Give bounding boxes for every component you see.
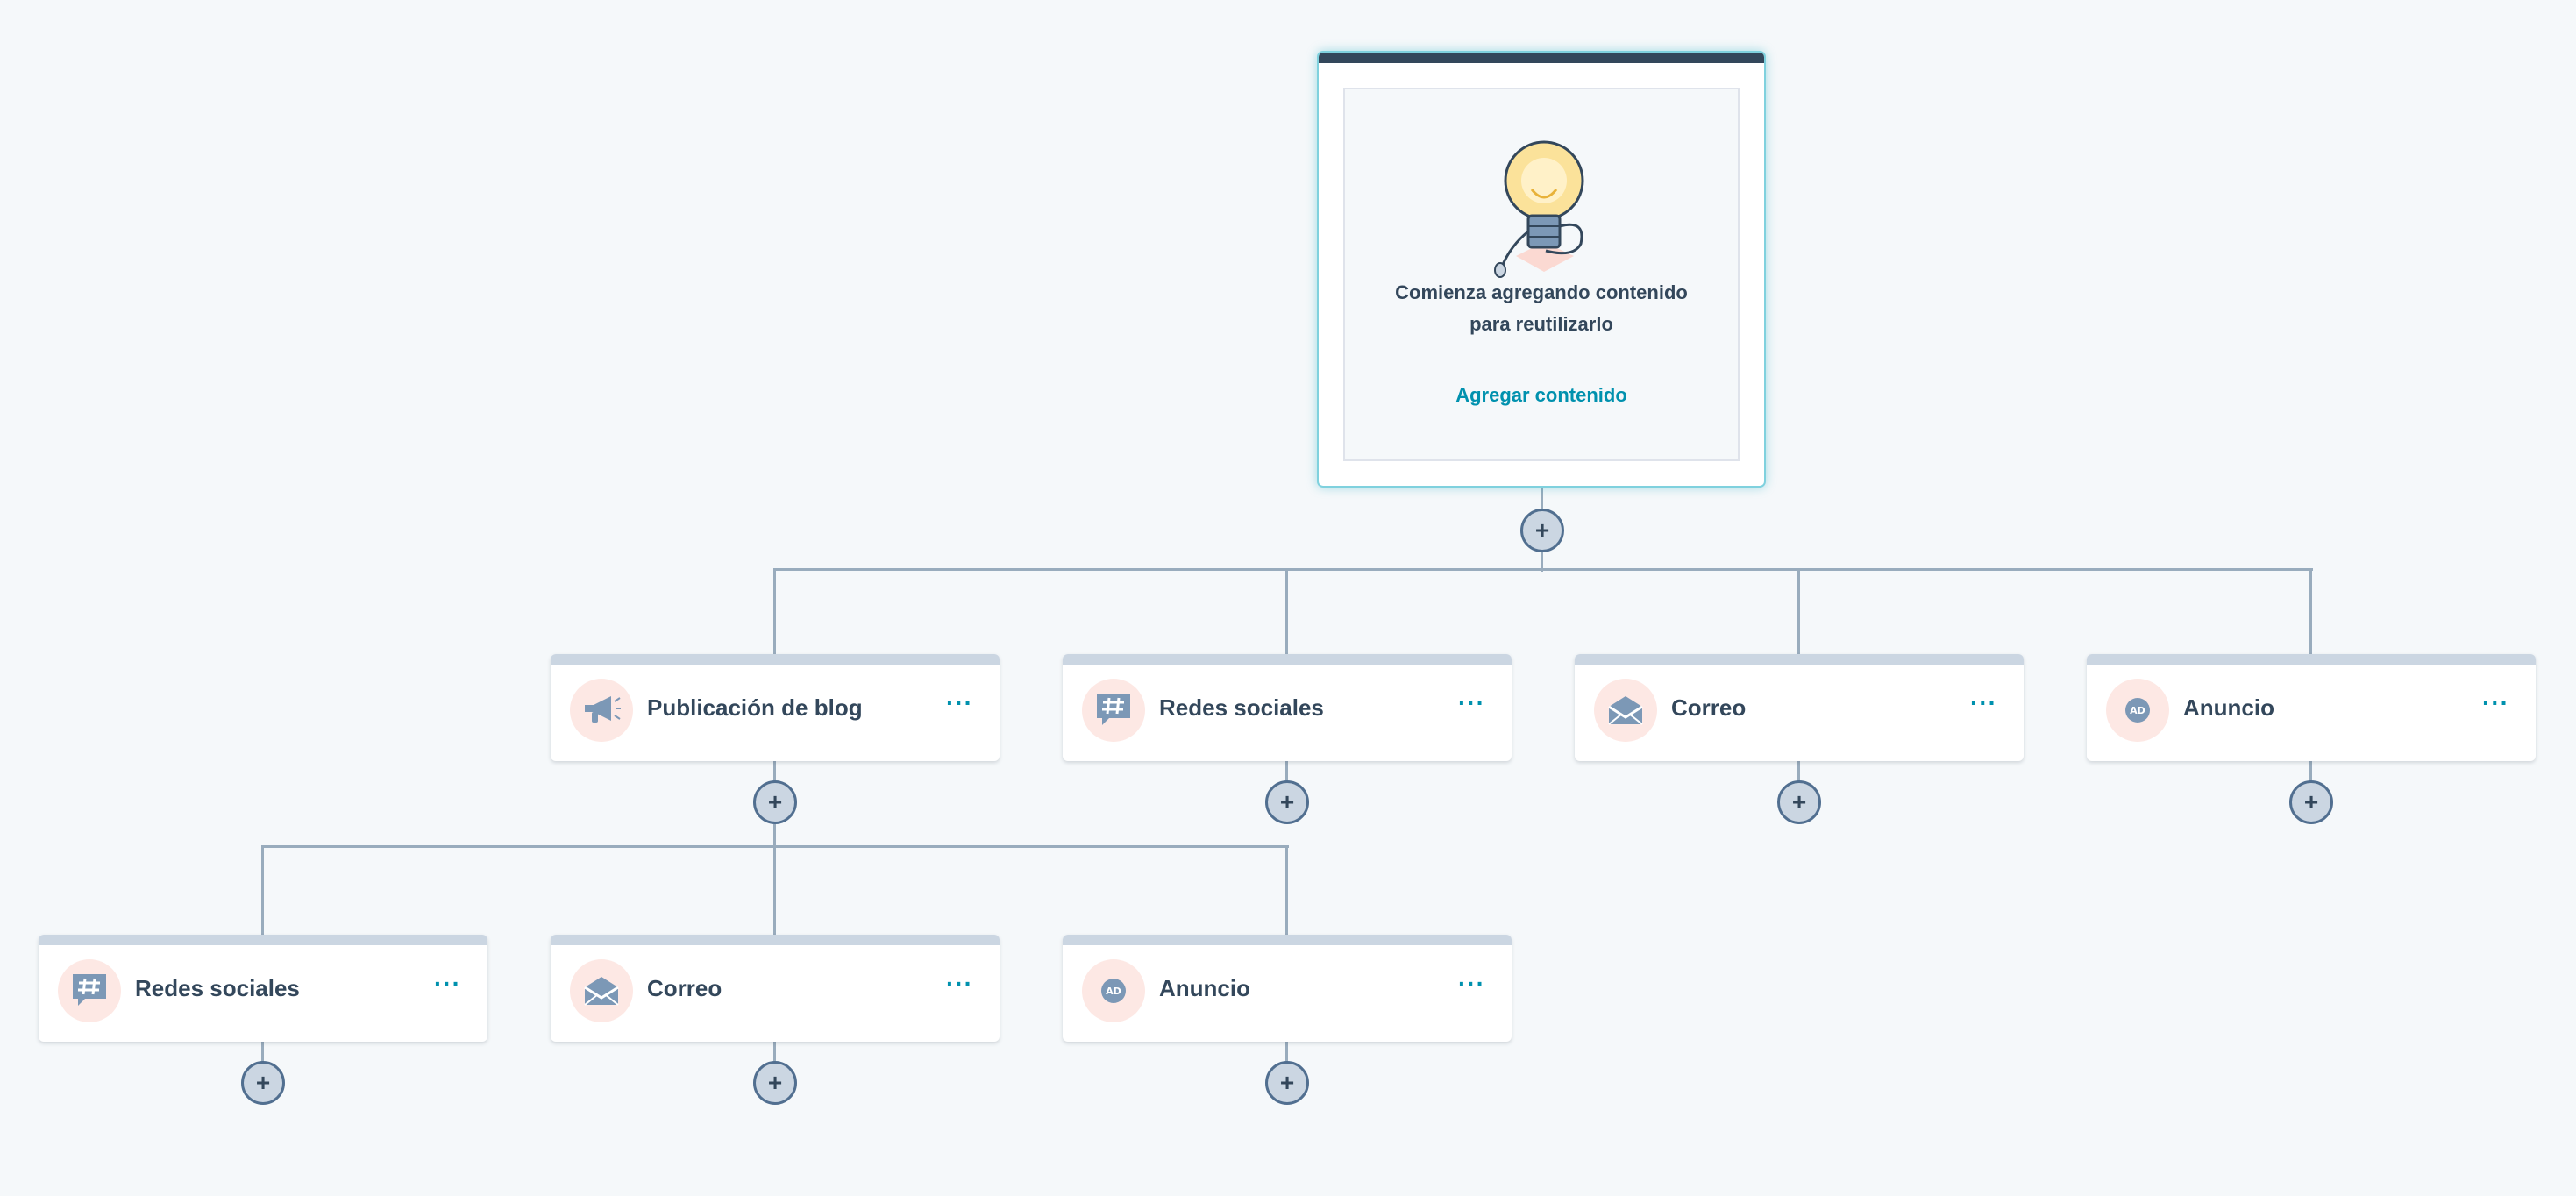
hashtag-chat-icon [1082,679,1145,742]
more-options-icon[interactable]: ··· [946,689,973,717]
more-options-icon[interactable]: ··· [2482,689,2509,717]
connector-line [261,845,264,935]
node-label: Anuncio [1159,975,1250,1002]
add-child-button[interactable]: + [1777,780,1821,824]
empty-state-message: Comienza agregando contenido para reutil… [1363,277,1720,340]
connector-line [2309,568,2312,654]
root-content-card: Comienza agregando contenido para reutil… [1317,51,1766,488]
envelope-icon [570,959,633,1022]
add-child-button[interactable]: + [1265,1061,1309,1105]
node-label: Anuncio [2183,694,2274,722]
connector-line [1797,568,1800,654]
megaphone-icon [570,679,633,742]
node-label: Publicación de blog [647,694,863,722]
card-top-bar [1063,654,1512,665]
empty-state-panel: Comienza agregando contenido para reutil… [1343,88,1740,461]
lightbulb-icon [1490,135,1600,281]
connector-line [773,568,776,654]
more-options-icon[interactable]: ··· [1458,689,1485,717]
card-top-bar [39,935,487,945]
content-node-social[interactable]: Redes sociales ··· [1063,654,1512,761]
add-child-button[interactable]: + [241,1061,285,1105]
node-label: Correo [647,975,722,1002]
card-top-bar [1319,53,1764,63]
ad-icon: AD [2106,679,2169,742]
card-top-bar [1063,935,1512,945]
card-top-bar [2087,654,2536,665]
content-node-email[interactable]: Correo ··· [1575,654,2024,761]
connector-line [1285,845,1288,935]
card-top-bar [551,654,1000,665]
node-label: Correo [1671,694,1746,722]
empty-state-line-2: para reutilizarlo [1363,309,1720,340]
hashtag-chat-icon [58,959,121,1022]
connector-line [773,845,776,935]
connector-line [773,824,776,847]
empty-state-line-1: Comienza agregando contenido [1363,277,1720,309]
content-node-email[interactable]: Correo ··· [551,935,1000,1042]
card-top-bar [1575,654,2024,665]
node-label: Redes sociales [135,975,300,1002]
add-child-button[interactable]: + [753,780,797,824]
svg-text:AD: AD [2130,705,2145,716]
add-child-button[interactable]: + [1265,780,1309,824]
content-node-ad[interactable]: AD Anuncio ··· [2087,654,2536,761]
more-options-icon[interactable]: ··· [1458,970,1485,998]
add-child-button[interactable]: + [1520,509,1564,552]
svg-text:AD: AD [1106,986,1121,997]
add-child-button[interactable]: + [2289,780,2333,824]
content-node-blog-post[interactable]: Publicación de blog ··· [551,654,1000,761]
content-node-social[interactable]: Redes sociales ··· [39,935,487,1042]
connector-line [773,568,2313,571]
ad-icon: AD [1082,959,1145,1022]
connector-line [1285,568,1288,654]
add-child-button[interactable]: + [753,1061,797,1105]
envelope-icon [1594,679,1657,742]
more-options-icon[interactable]: ··· [434,970,461,998]
node-label: Redes sociales [1159,694,1324,722]
card-top-bar [551,935,1000,945]
add-content-link[interactable]: Agregar contenido [1345,384,1738,407]
more-options-icon[interactable]: ··· [946,970,973,998]
content-node-ad[interactable]: AD Anuncio ··· [1063,935,1512,1042]
more-options-icon[interactable]: ··· [1970,689,1997,717]
